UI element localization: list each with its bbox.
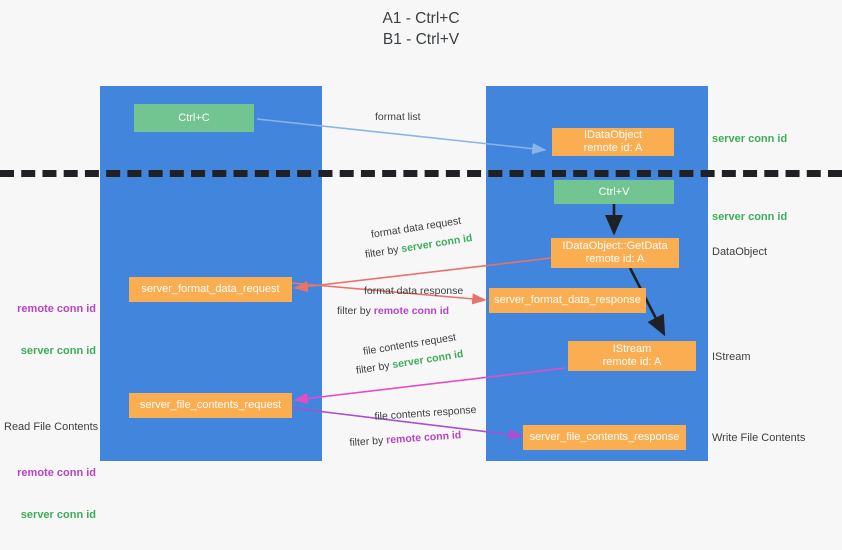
box-server-format-data-response[interactable]: server_format_data_response xyxy=(489,288,646,313)
page-title: A1 - Ctrl+C B1 - Ctrl+V xyxy=(382,10,460,48)
arrow-file-contents-response xyxy=(291,407,524,441)
arrow-file-contents-request xyxy=(293,367,566,405)
key-remote-conn-id-2: remote conn id xyxy=(385,429,462,447)
label-format-data-response-filter: filter by remote conn id xyxy=(337,305,450,317)
box-server-format-data-request[interactable]: server_format_data_request xyxy=(129,277,292,302)
arrow-layer xyxy=(256,118,666,441)
label-format-list: format list xyxy=(375,111,421,123)
annotation-right-server-conn-id-1: server conn id xyxy=(712,133,788,145)
box-server-file-contents-response[interactable]: server_file_contents_response xyxy=(523,425,686,450)
annotation-server-conn-id-1: server conn id xyxy=(20,345,96,357)
annotation-read-file-contents-group: Read File Contents remote conn id server… xyxy=(4,392,99,550)
key-remote-conn-id: remote conn id xyxy=(373,305,450,317)
annotation-right-dataobject: DataObject xyxy=(712,246,768,258)
arrow-format-list xyxy=(256,118,547,155)
annotation-remote-conn-id-2: remote conn id xyxy=(17,467,96,479)
box-istream[interactable]: IStream remote id: A xyxy=(568,341,696,371)
annotation-conn-ids-1: remote conn id server conn id xyxy=(8,274,96,386)
arrow-format-data-response xyxy=(291,282,487,305)
annotation-server-conn-id-2: server conn id xyxy=(20,509,96,521)
annotation-read-file-contents: Read File Contents xyxy=(4,421,99,433)
diagram-canvas: A1 - Ctrl+C B1 - Ctrl+V A1 remote B1 con… xyxy=(0,10,842,521)
arrow-getdata-to-istream xyxy=(628,267,666,337)
box-ctrl-c[interactable]: Ctrl+C xyxy=(134,104,254,132)
annotation-right-istream: IStream xyxy=(712,351,751,363)
annotation-right-write-file-contents: Write File Contents xyxy=(712,432,806,444)
box-idataobject-getdata[interactable]: IDataObject::GetData remote id: A xyxy=(551,238,679,268)
dashed-divider xyxy=(0,170,842,177)
annotation-right-server-conn-id-2: server conn id xyxy=(712,211,788,223)
arrow-format-data-request xyxy=(293,257,552,293)
box-ctrl-v[interactable]: Ctrl+V xyxy=(554,180,674,204)
box-server-file-contents-request[interactable]: server_file_contents_request xyxy=(129,393,292,418)
box-idataobject[interactable]: IDataObject remote id: A xyxy=(552,128,674,156)
annotation-remote-conn-id-1: remote conn id xyxy=(17,303,96,315)
label-format-data-response: format data response xyxy=(364,285,464,297)
